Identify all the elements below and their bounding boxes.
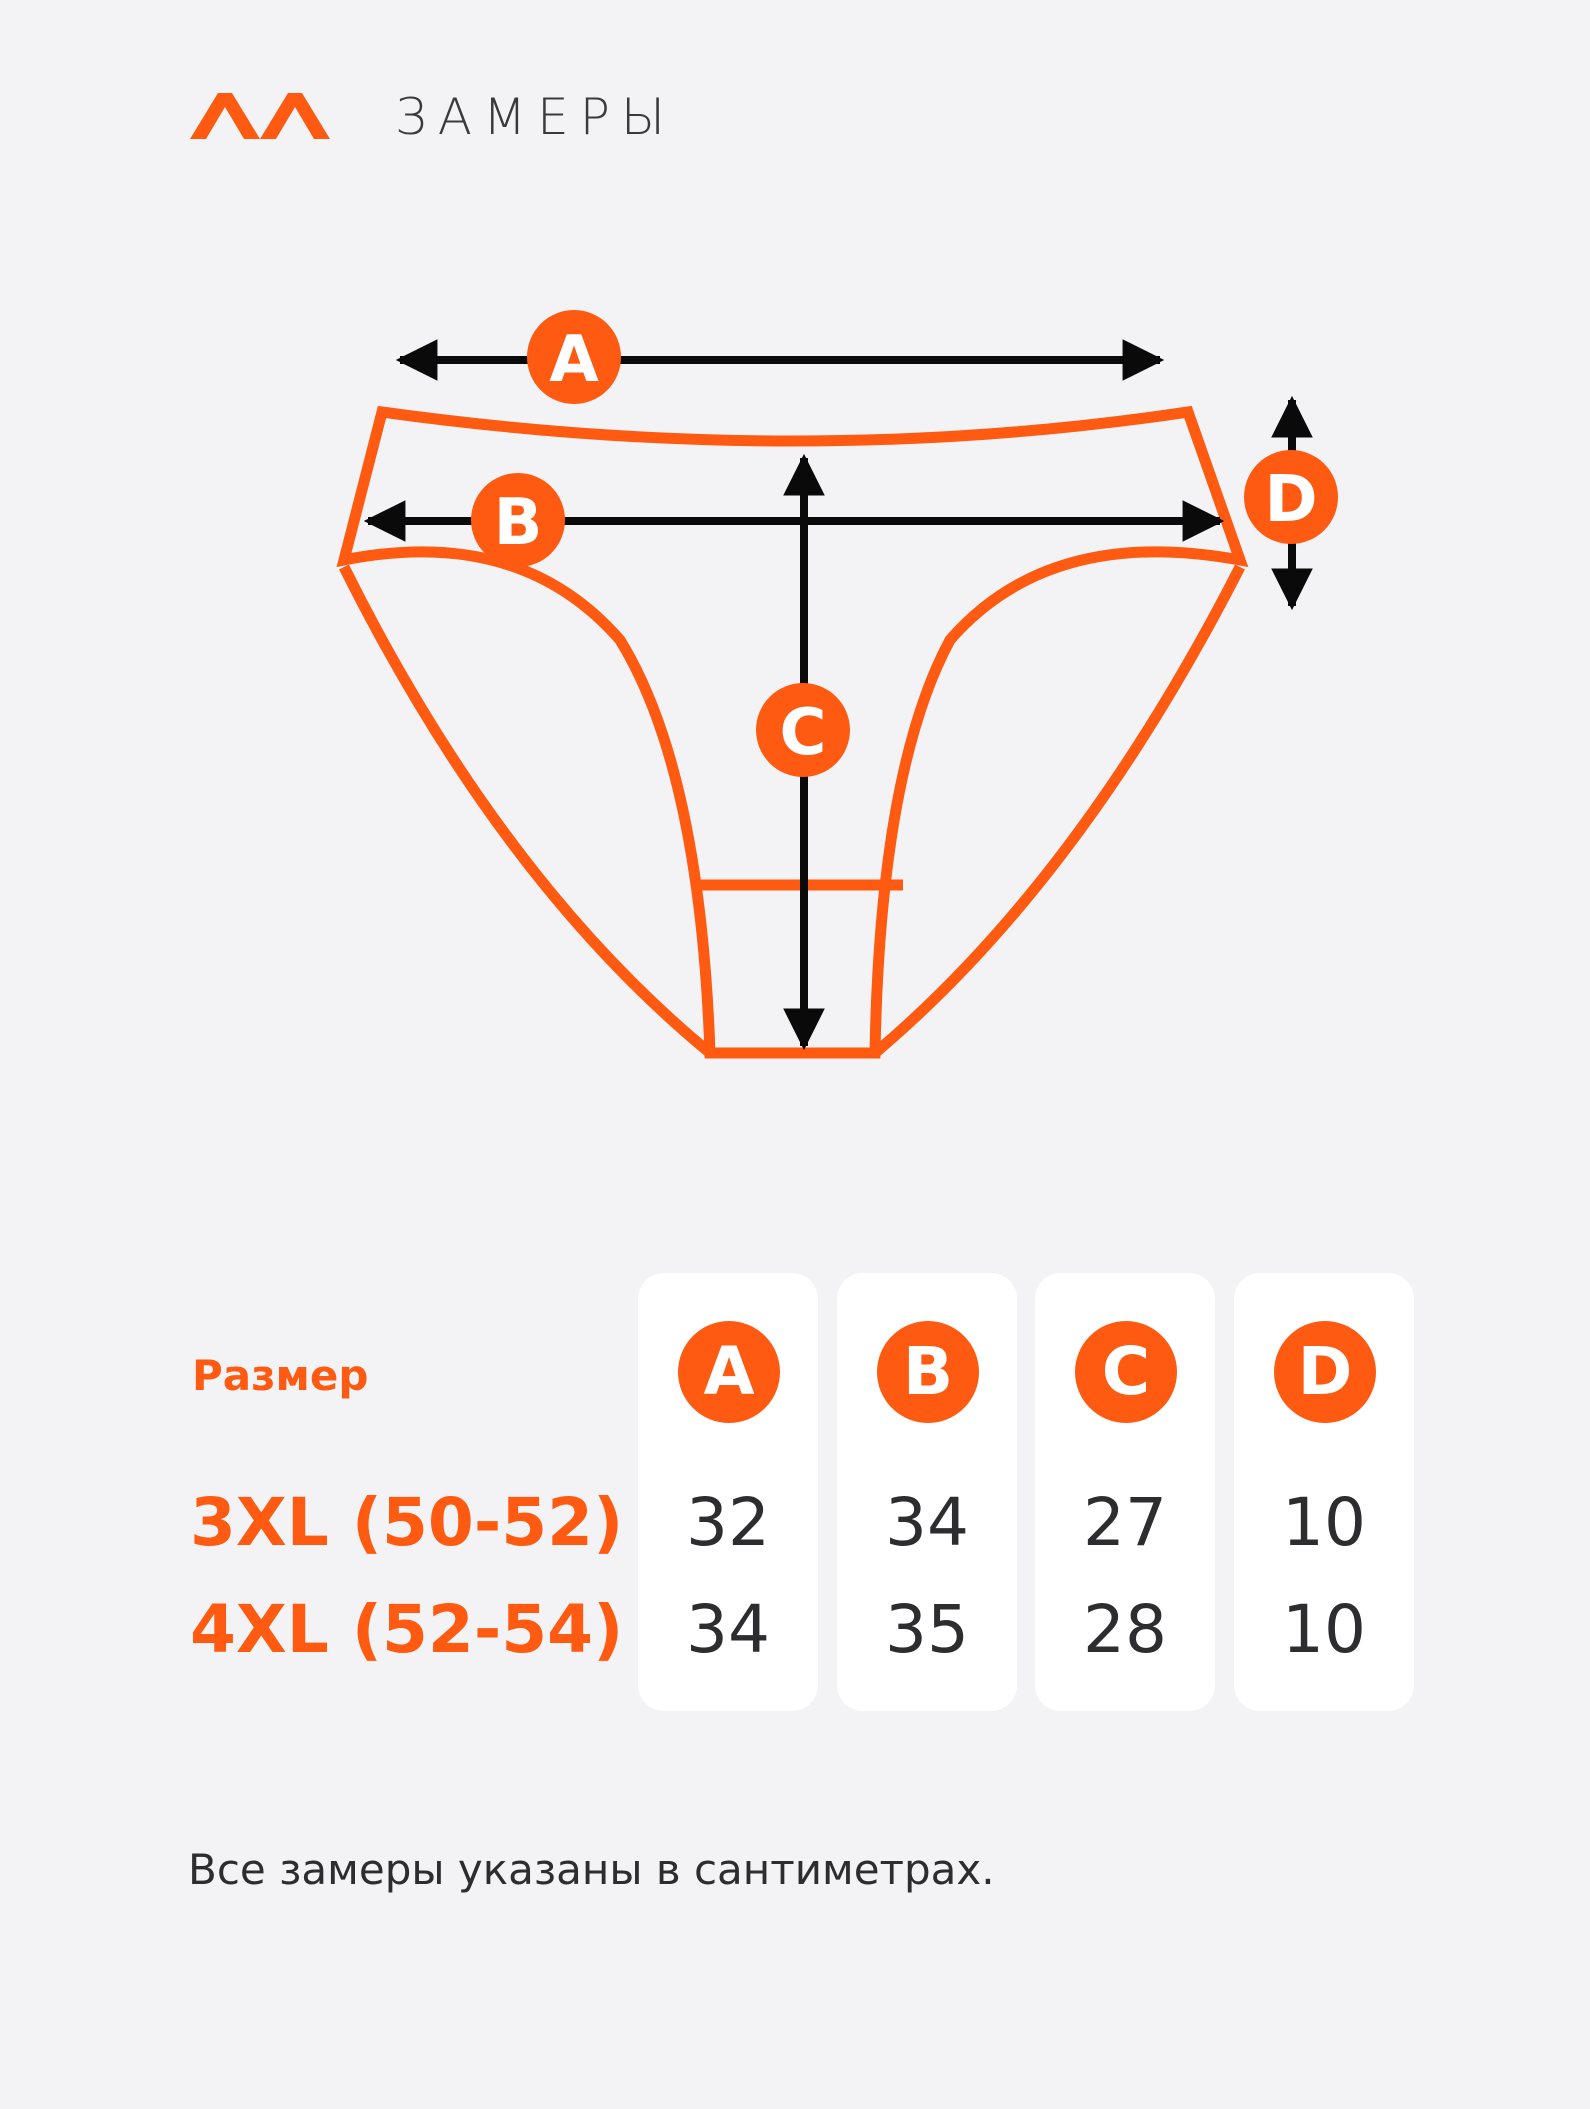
column-d: D 10 10 bbox=[1234, 1273, 1414, 1711]
header: ЗАМЕРЫ bbox=[190, 88, 665, 148]
column-badge-c: C bbox=[1075, 1321, 1177, 1423]
cell-3xl-c: 27 bbox=[1083, 1484, 1167, 1561]
column-badge-a: A bbox=[678, 1321, 780, 1423]
garment-outline bbox=[336, 405, 1249, 1059]
row-label-3xl: 3XL (50-52) bbox=[190, 1484, 624, 1561]
row-label-4xl: 4XL (52-54) bbox=[190, 1591, 624, 1668]
size-header: Размер bbox=[192, 1351, 369, 1400]
cell-4xl-d: 10 bbox=[1282, 1591, 1366, 1668]
marker-c: C bbox=[756, 683, 850, 777]
marker-a-label: A bbox=[549, 323, 599, 397]
marker-d: D bbox=[1244, 450, 1338, 544]
page-title: ЗАМЕРЫ bbox=[395, 88, 677, 146]
cell-4xl-c: 28 bbox=[1083, 1591, 1167, 1668]
column-c: C 27 28 bbox=[1035, 1273, 1215, 1711]
footnote: Все замеры указаны в сантиметрах. bbox=[188, 1845, 995, 1894]
garment-measurement-diagram: A B C D bbox=[336, 310, 1338, 1059]
column-badge-d: D bbox=[1274, 1321, 1376, 1423]
column-badge-b: B bbox=[877, 1321, 979, 1423]
cell-3xl-d: 10 bbox=[1282, 1484, 1366, 1561]
cell-4xl-a: 34 bbox=[686, 1591, 770, 1668]
marker-d-label: D bbox=[1264, 463, 1317, 537]
marker-c-label: C bbox=[780, 696, 827, 770]
marker-a: A bbox=[527, 310, 621, 404]
column-b: B 34 35 bbox=[837, 1273, 1017, 1711]
cell-3xl-a: 32 bbox=[686, 1484, 770, 1561]
brand-double-chevron-icon bbox=[190, 93, 330, 139]
cell-4xl-b: 35 bbox=[885, 1591, 969, 1668]
cell-3xl-b: 34 bbox=[885, 1484, 969, 1561]
column-a: A 32 34 bbox=[638, 1273, 818, 1711]
marker-b-label: B bbox=[494, 486, 543, 560]
marker-b: B bbox=[471, 473, 565, 567]
